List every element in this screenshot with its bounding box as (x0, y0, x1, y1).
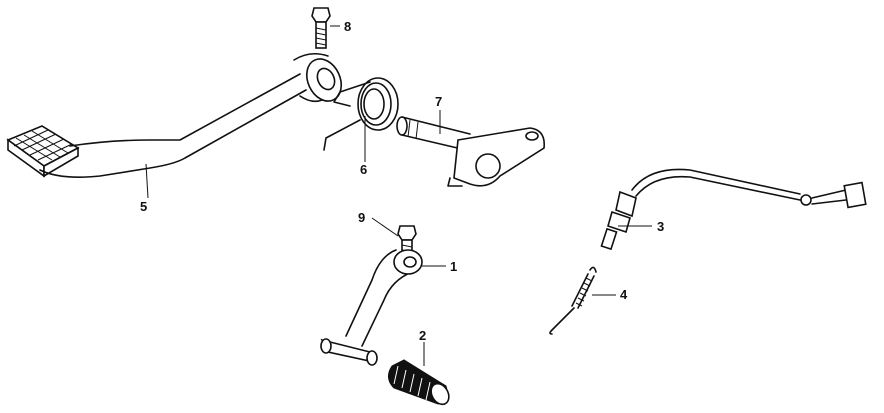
return-spring (323, 77, 399, 151)
callout-part-2: 2 (419, 328, 426, 343)
leader-lines (145, 25, 652, 366)
callout-part-7: 7 (435, 94, 442, 109)
brake-pedal-arm (6, 52, 343, 178)
switch-spring (549, 266, 597, 335)
callout-part-6: 6 (360, 162, 367, 177)
brake-light-switch (600, 168, 867, 251)
gear-change-pedal (320, 249, 423, 366)
bolt-part-8 (311, 7, 331, 49)
callout-part-4: 4 (620, 287, 628, 302)
callout-part-1: 1 (450, 259, 457, 274)
callout-labels: 1 2 3 4 5 6 7 8 9 (140, 19, 664, 343)
callout-part-5: 5 (140, 199, 147, 214)
pedal-rubber (388, 359, 450, 406)
pedal-shaft (396, 116, 546, 187)
callout-part-3: 3 (657, 219, 664, 234)
callout-part-8: 8 (344, 19, 351, 34)
callout-part-9: 9 (358, 210, 365, 225)
